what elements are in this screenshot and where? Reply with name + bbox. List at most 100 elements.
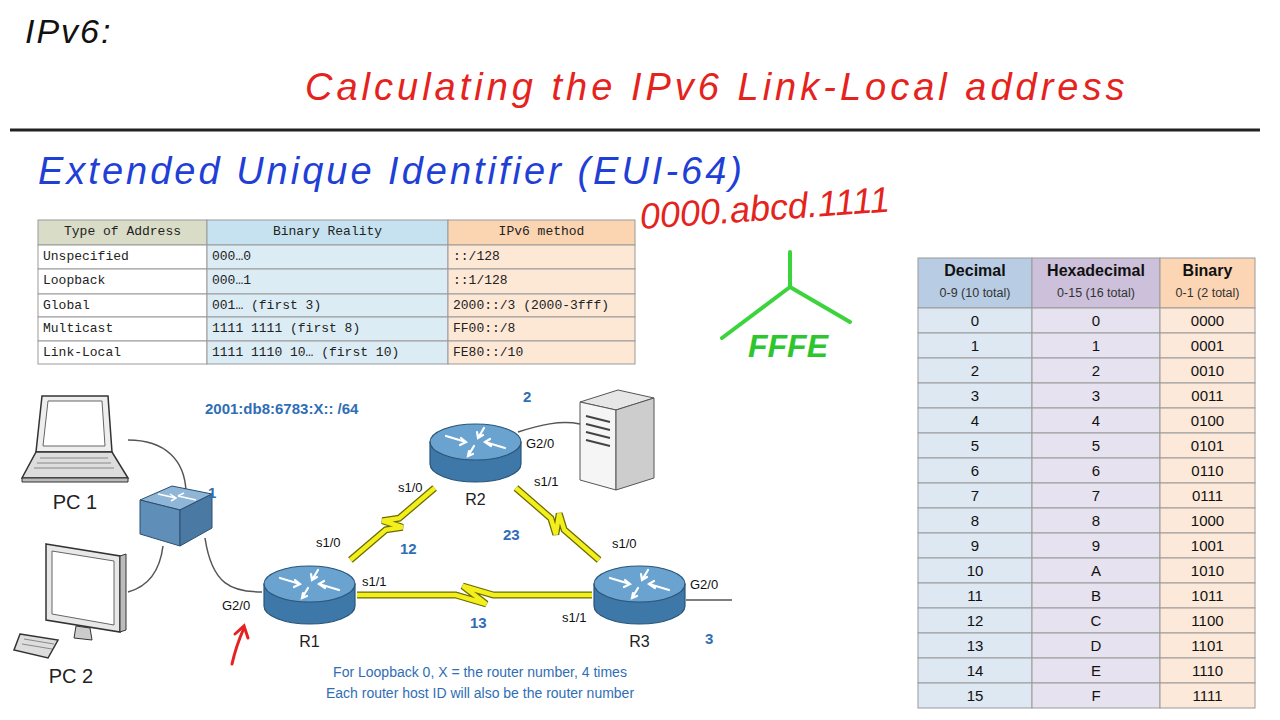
table-cell-background <box>1160 508 1255 533</box>
link-bolt <box>350 488 434 560</box>
table-cell: 15 <box>918 683 1032 708</box>
red-pointer-arrow <box>235 626 248 638</box>
router-icon <box>262 560 357 630</box>
table-cell-background <box>207 294 448 317</box>
table-cell: F <box>1032 683 1160 708</box>
table-cell: 001… (first 3) <box>212 298 443 314</box>
table-cell: Global <box>43 298 202 314</box>
table-cell: 0 <box>918 308 1032 333</box>
drawing-stroke <box>74 626 92 640</box>
device-name: R3 <box>629 633 649 651</box>
link-number: 12 <box>400 540 417 557</box>
drawing-stroke <box>14 634 58 658</box>
table-cell: Binary <box>1160 261 1255 281</box>
table-cell: 1000 <box>1160 508 1255 533</box>
table-cell: 1010 <box>1160 558 1255 583</box>
link-bolt <box>357 586 592 604</box>
table-cell: 1100 <box>1160 608 1255 633</box>
table-cell: E <box>1032 658 1160 683</box>
router: R2 <box>428 418 523 488</box>
drawing-stroke <box>120 554 126 632</box>
table-cell-background <box>38 269 207 294</box>
serial-link <box>516 488 599 560</box>
interface-name: s1/1 <box>534 474 559 489</box>
table-cell-background <box>1160 633 1255 658</box>
table-cell-background <box>448 245 635 269</box>
table-cell-background <box>1032 633 1160 658</box>
table-cell-background <box>1032 533 1160 558</box>
table-cell-background <box>1160 433 1255 458</box>
table-cell: Hexadecimal <box>1032 261 1160 281</box>
ethernet-wire <box>128 440 186 492</box>
table-cell: 2 <box>1032 358 1160 383</box>
interface-name: s1/1 <box>562 610 587 625</box>
table-cell-background <box>1160 583 1255 608</box>
table-cell: 1111 <box>1160 683 1255 708</box>
table-cell-background <box>38 220 207 245</box>
table-cell-background <box>207 220 448 245</box>
laptop-pc: PC 1 <box>20 392 130 488</box>
table-cell: B <box>1032 583 1160 608</box>
table-cell: 0001 <box>1160 333 1255 358</box>
table-cell: 9 <box>1032 533 1160 558</box>
interface-name: s1/0 <box>316 535 341 550</box>
drawing-stroke <box>36 396 112 452</box>
table-cell-background <box>1160 558 1255 583</box>
table-cell: 1101 <box>1160 633 1255 658</box>
interface-name: s1/0 <box>612 536 637 551</box>
table-cell: Link-Local <box>43 345 202 361</box>
table-cell: Unspecified <box>43 249 202 265</box>
serial-link <box>357 586 592 604</box>
interface-name: G2/0 <box>222 598 250 613</box>
table-cell: Loopback <box>43 273 202 289</box>
switch-icon <box>140 500 180 546</box>
drawing-stroke <box>43 401 105 446</box>
table-cell-background <box>1160 333 1255 358</box>
table-cell-background <box>448 269 635 294</box>
table-cell: 000…0 <box>212 249 443 265</box>
table-cell: 13 <box>918 633 1032 658</box>
table-grid <box>38 220 1255 708</box>
table-cell-background <box>918 483 1032 508</box>
table-cell-background <box>918 308 1032 333</box>
table-cell: 4 <box>1032 408 1160 433</box>
router: R1 <box>262 560 357 630</box>
table-cell-background <box>918 258 1032 308</box>
drawing-stroke <box>610 570 669 598</box>
table-cell: 0000 <box>1160 308 1255 333</box>
device-name: PC 2 <box>49 665 93 688</box>
table-cell: ::/128 <box>453 249 630 265</box>
table-cell: 3 <box>1032 383 1160 408</box>
table-cell: Type of Address <box>43 224 202 240</box>
device-name: R1 <box>299 633 319 651</box>
table-cell-background <box>918 458 1032 483</box>
router-body <box>594 566 685 624</box>
table-cell-background <box>448 294 635 317</box>
section-heading: Extended Unique Identifier (EUI-64) <box>38 150 745 193</box>
desktop-body <box>14 544 126 658</box>
topic-heading: IPv6: <box>25 12 112 51</box>
table-cell-background <box>1032 433 1160 458</box>
table-cell-background <box>207 269 448 294</box>
table-cell-background <box>38 294 207 317</box>
table-cell-background <box>38 245 207 269</box>
device-name: PC 1 <box>53 491 97 514</box>
table-cell: 0-15 (16 total) <box>1032 284 1160 302</box>
table-cell-background <box>1160 533 1255 558</box>
table-cell-background <box>1160 383 1255 408</box>
link-outline <box>516 488 599 560</box>
table-cell-background <box>918 583 1032 608</box>
router-icon <box>592 560 687 630</box>
table-cell: 1001 <box>1160 533 1255 558</box>
server-icon <box>586 416 610 446</box>
table-cell-background <box>207 341 448 364</box>
drawing-stroke <box>22 478 128 482</box>
table-cell: 6 <box>918 458 1032 483</box>
table-cell: 0110 <box>1160 458 1255 483</box>
table-cell: 1 <box>918 333 1032 358</box>
table-cell-background <box>1032 583 1160 608</box>
table-cell: 7 <box>1032 483 1160 508</box>
drawing-stroke <box>430 424 521 460</box>
page-heading: Calculating the IPv6 Link-Local address <box>305 66 1129 109</box>
table-cell: IPv6 method <box>453 224 630 240</box>
